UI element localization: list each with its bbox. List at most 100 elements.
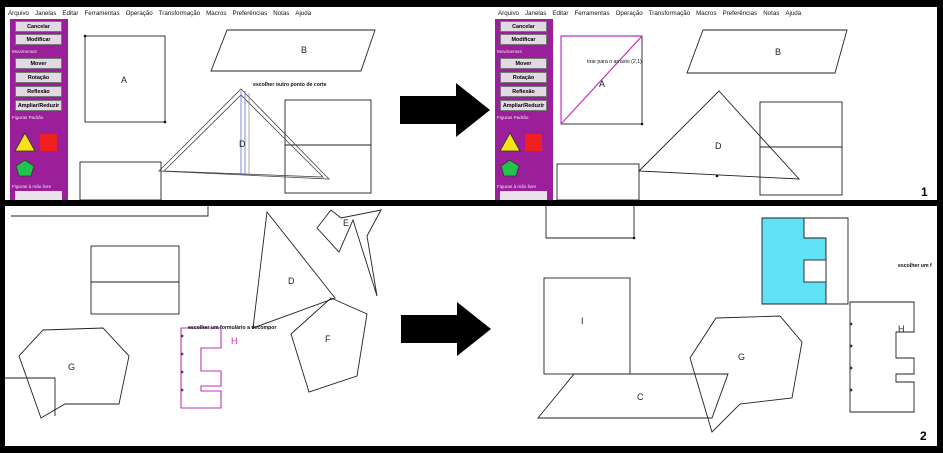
- parallelogram-c: [537, 373, 729, 419]
- vertex-dot: [849, 344, 853, 348]
- shape-label-c: C: [637, 392, 644, 402]
- movements-section-label: Movimentos: [12, 49, 37, 54]
- parallelogram-b: [686, 29, 848, 74]
- scale-button[interactable]: Ampliar/Reduzir: [500, 100, 547, 111]
- menu-arquivo[interactable]: Arquivo: [8, 9, 29, 17]
- menu-operacao[interactable]: Operação: [615, 9, 643, 17]
- vertex-dot: [849, 322, 853, 326]
- canvas-1-after[interactable]: [495, 7, 937, 200]
- vertex-dot: [180, 352, 184, 356]
- shape-label-i: I: [581, 316, 584, 326]
- rectangle-e: [759, 101, 843, 196]
- tool-palette: Cancelar Modificar Movimentos Mover Rota…: [495, 19, 553, 200]
- cancel-button[interactable]: Cancelar: [15, 21, 62, 32]
- shape-label-f: F: [325, 334, 331, 344]
- rotate-button[interactable]: Rotação: [500, 72, 547, 83]
- modify-button[interactable]: Modificar: [15, 34, 62, 45]
- vertex-dot: [640, 122, 644, 126]
- hexagon-g: [18, 327, 130, 419]
- shape-label-d: D: [239, 139, 246, 149]
- screenshot-1-before: Arquivo Janelas Editar Ferramentas Opera…: [5, 7, 378, 200]
- menu-janelas[interactable]: Janelas: [524, 9, 547, 17]
- menu-notas[interactable]: Notas: [763, 9, 780, 17]
- menu-macros[interactable]: Macros: [696, 9, 717, 17]
- diagonal-cut-line: [560, 35, 643, 125]
- freehand-tools-area[interactable]: [15, 191, 62, 200]
- reflect-button[interactable]: Reflexão: [500, 86, 547, 97]
- move-button[interactable]: Mover: [15, 58, 62, 69]
- shape-label-b: B: [775, 47, 782, 57]
- rectangle-c: [79, 161, 162, 200]
- arrow-icon: [400, 83, 490, 137]
- menu-operacao[interactable]: Operação: [125, 9, 153, 17]
- rectangle-top-partial: [11, 206, 209, 217]
- shape-label-d: D: [715, 141, 722, 151]
- triangle-d: [252, 210, 336, 329]
- menu-janelas[interactable]: Janelas: [34, 9, 57, 17]
- modify-button[interactable]: Modificar: [500, 34, 547, 45]
- row-number-2: 2: [920, 429, 927, 443]
- triangle-d-inner: [163, 94, 325, 178]
- triangle-shape-icon: [14, 132, 36, 152]
- vertex-dot: [849, 388, 853, 392]
- square-shape-icon: [525, 134, 542, 151]
- status-hint: tirar para o arrasto (2,1): [587, 59, 642, 65]
- rectangle-lower-partial: [5, 377, 56, 416]
- shape-h: [849, 301, 915, 413]
- tool-palette: Cancelar Modificar Movimentos Mover Rota…: [10, 19, 68, 200]
- vertex-dot: [849, 366, 853, 370]
- menu-transformacao[interactable]: Transformação: [648, 9, 691, 17]
- menu-macros[interactable]: Macros: [206, 9, 227, 17]
- shape-label-b: B: [301, 45, 308, 55]
- rotate-button[interactable]: Rotação: [15, 72, 62, 83]
- arrow-icon: [401, 302, 491, 356]
- shapes-section-label: Figuras Padrão: [497, 115, 529, 120]
- vertex-dot: [83, 34, 87, 38]
- freehand-tools-area[interactable]: [500, 191, 547, 200]
- vertex-dot: [163, 120, 167, 124]
- cancel-button[interactable]: Cancelar: [500, 21, 547, 32]
- status-hint: escolher um f: [898, 263, 932, 269]
- menu-transformacao[interactable]: Transformação: [158, 9, 201, 17]
- square-i: [543, 277, 631, 375]
- pentagon-shape-icon: [500, 159, 520, 177]
- vertex-dot: [180, 388, 184, 392]
- move-button[interactable]: Mover: [500, 58, 547, 69]
- vertex-dot: [180, 334, 184, 338]
- shape-label-a: A: [599, 79, 606, 89]
- canvas-1-before[interactable]: [5, 7, 378, 200]
- hexagon-g: [689, 315, 803, 433]
- screenshot-2-after: I G C H escolher um f 2: [536, 206, 937, 446]
- movements-section-label: Movimentos: [497, 49, 522, 54]
- shape-e: [316, 209, 382, 297]
- menu-preferencias[interactable]: Preferências: [232, 9, 268, 17]
- menu-editar[interactable]: Editar: [552, 9, 569, 17]
- shape-label-e: E: [343, 218, 350, 228]
- rectangle-e: [284, 99, 372, 194]
- shape-label-d: D: [288, 276, 295, 286]
- shape-h: [180, 327, 222, 409]
- canvas-2-after[interactable]: [536, 206, 937, 446]
- shape-label-g: G: [68, 362, 76, 372]
- shapes-section-label: Figuras Padrão: [12, 115, 44, 120]
- menu-preferencias[interactable]: Preferências: [722, 9, 758, 17]
- square-shape-icon: [40, 134, 57, 151]
- shape-tools[interactable]: [495, 123, 553, 183]
- canvas-2-before[interactable]: [5, 206, 391, 446]
- menu-ajuda[interactable]: Ajuda: [785, 9, 802, 17]
- freehand-section-label: Figuras à mão livre: [497, 184, 537, 189]
- pentagon-shape-icon: [15, 159, 35, 177]
- status-hint: escolher um formulário a decompor: [188, 325, 277, 331]
- menu-ferramentas[interactable]: Ferramentas: [574, 9, 610, 17]
- shape-tools[interactable]: [10, 123, 68, 183]
- menu-notas[interactable]: Notas: [273, 9, 290, 17]
- menu-editar[interactable]: Editar: [62, 9, 79, 17]
- square-a: [84, 35, 166, 123]
- menu-ajuda[interactable]: Ajuda: [295, 9, 312, 17]
- shape-label-g: G: [738, 352, 746, 362]
- reflect-button[interactable]: Reflexão: [15, 86, 62, 97]
- scale-button[interactable]: Ampliar/Reduzir: [15, 100, 62, 111]
- menu-ferramentas[interactable]: Ferramentas: [84, 9, 120, 17]
- menu-arquivo[interactable]: Arquivo: [498, 9, 519, 17]
- vertex-dot: [715, 174, 719, 178]
